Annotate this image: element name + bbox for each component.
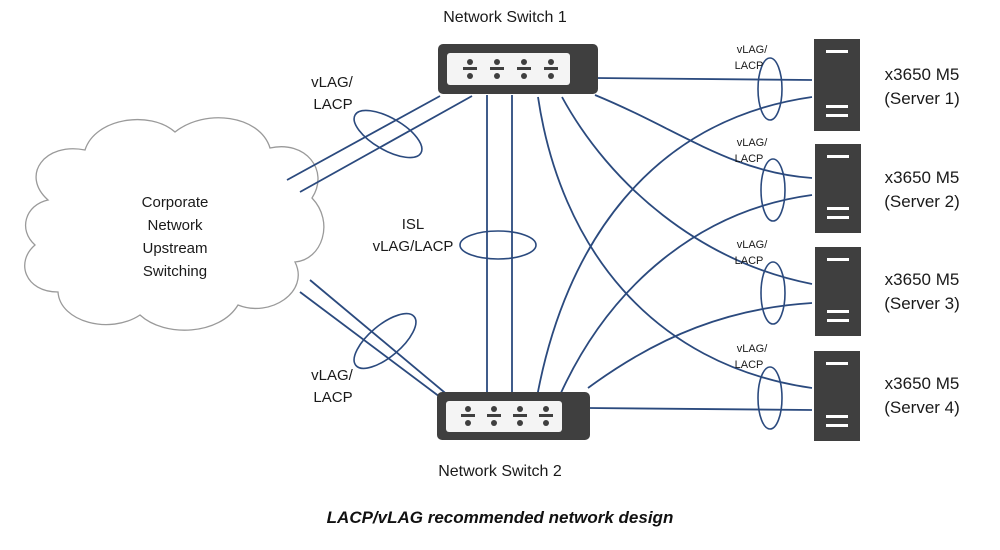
bundle-label-line: ISL	[402, 216, 425, 233]
server-link-line	[594, 77, 813, 81]
bundle-label-line: LACP	[313, 96, 352, 113]
bundle-ring-uplink-bottom	[353, 312, 417, 370]
uplink-line	[299, 291, 441, 398]
bundle-label-line: LACP	[735, 153, 764, 165]
switch-label: Network Switch 1	[443, 9, 567, 26]
server-3: x3650 M5 (Server 3)	[815, 247, 960, 336]
network-switch-2: Network Switch 2	[437, 392, 590, 480]
diagram-caption: LACP/vLAG recommended network design	[326, 508, 674, 527]
network-switch-1: Network Switch 1	[438, 9, 598, 94]
server-3-bundle-label: vLAG/ LACP	[735, 239, 769, 267]
server-icon	[815, 144, 861, 233]
server-name-label: (Server 2)	[884, 192, 960, 211]
bundle-label-line: LACP	[735, 255, 764, 267]
server-link-line	[559, 194, 813, 396]
cloud-label-line: Corporate	[142, 194, 209, 211]
server-link-line	[587, 407, 813, 411]
bundle-ring-uplink-top	[353, 109, 423, 159]
network-switch-icon	[437, 392, 590, 440]
bundle-rings	[353, 57, 786, 430]
bundle-label-line: vLAG/	[737, 137, 769, 149]
server-link-line	[587, 302, 813, 389]
server-link-line	[536, 96, 813, 398]
bundle-ring-server-2	[760, 158, 786, 222]
uplink-line	[309, 279, 451, 398]
cloud-icon	[24, 117, 325, 331]
bundle-label-line: vLAG/	[737, 343, 769, 355]
server-icon	[815, 247, 861, 336]
bundle-label-line: vLAG/LACP	[373, 238, 454, 255]
server-icon	[814, 351, 860, 441]
bundle-label-line: vLAG/	[311, 367, 354, 384]
cloud-label: Corporate Network Upstream Switching	[142, 194, 209, 280]
server-1-bundle-label: vLAG/ LACP	[735, 44, 769, 72]
bundle-ring-server-4	[757, 366, 783, 430]
bundle-label-line: LACP	[735, 60, 764, 72]
isl-bundle-label: ISL vLAG/LACP	[373, 216, 454, 255]
cloud-label-line: Network	[147, 217, 203, 234]
server-model-label: x3650 M5	[885, 374, 960, 393]
server-name-label: (Server 4)	[884, 398, 960, 417]
bundle-ring-isl	[459, 230, 537, 260]
uplink-bottom-bundle-label: vLAG/ LACP	[311, 367, 354, 406]
server-2: x3650 M5 (Server 2)	[815, 144, 960, 233]
bundle-label-line: vLAG/	[737, 44, 769, 56]
server-2-bundle-label: vLAG/ LACP	[735, 137, 769, 165]
bundle-label-line: vLAG/	[737, 239, 769, 251]
switch-label: Network Switch 2	[438, 463, 562, 480]
bundle-ring-server-3	[760, 261, 786, 325]
server-model-label: x3650 M5	[885, 168, 960, 187]
network-switch-icon	[438, 44, 598, 94]
links	[286, 77, 813, 411]
cloud-label-line: Upstream	[142, 240, 207, 257]
bundle-label-line: LACP	[735, 359, 764, 371]
cloud-label-line: Switching	[143, 263, 207, 280]
bundle-label-line: LACP	[313, 389, 352, 406]
bundle-ring-server-1	[757, 57, 783, 121]
server-1: x3650 M5 (Server 1)	[814, 39, 960, 131]
server-name-label: (Server 1)	[884, 89, 960, 108]
server-link-line	[561, 96, 813, 285]
bundle-label-line: vLAG/	[311, 74, 354, 91]
server-icon	[814, 39, 860, 131]
server-model-label: x3650 M5	[885, 65, 960, 84]
uplink-line	[299, 95, 473, 193]
uplink-top-bundle-label: vLAG/ LACP	[311, 74, 354, 113]
server-4-bundle-label: vLAG/ LACP	[735, 343, 769, 371]
uplink-line	[286, 95, 441, 181]
server-model-label: x3650 M5	[885, 270, 960, 289]
server-link-line	[537, 96, 813, 389]
server-name-label: (Server 3)	[884, 294, 960, 313]
server-4: x3650 M5 (Server 4)	[814, 351, 960, 441]
